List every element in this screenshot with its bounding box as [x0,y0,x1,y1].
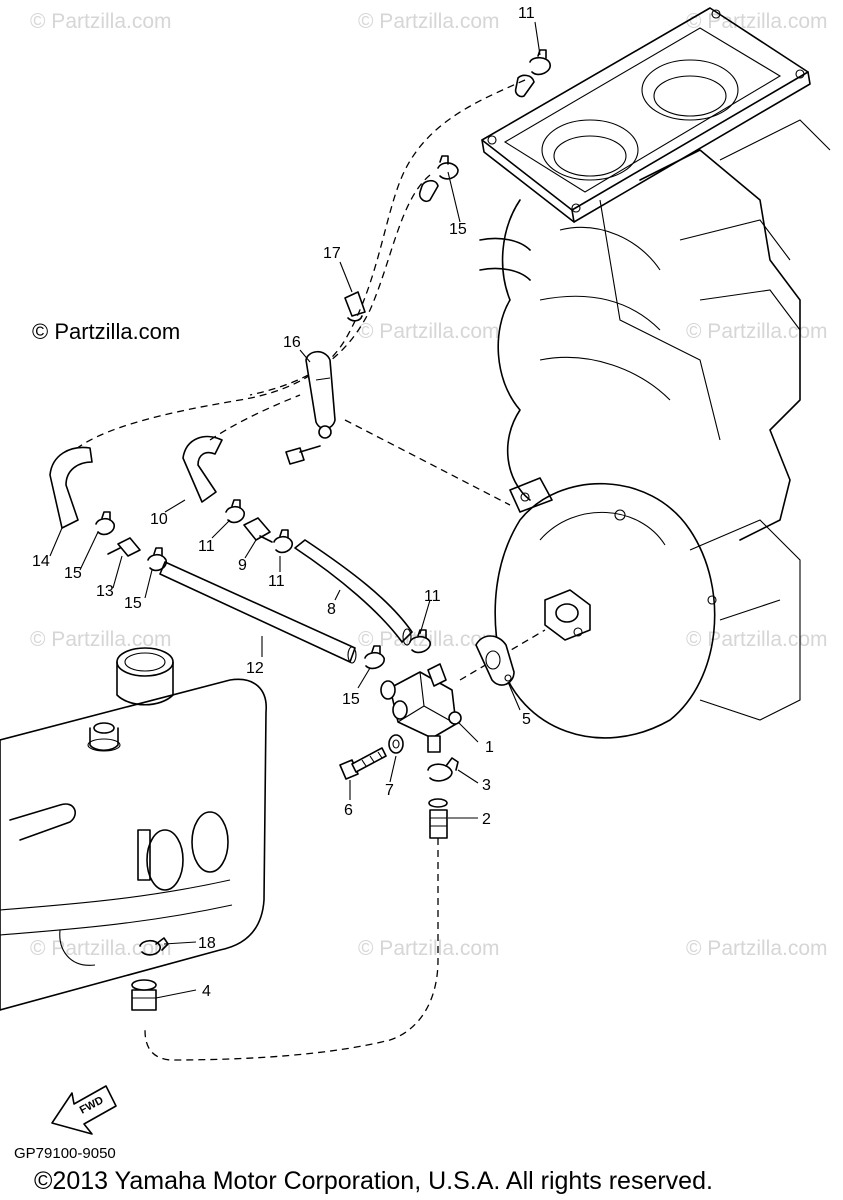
part-label-9: 9 [238,557,247,574]
watermark: © Partzilla.com [358,937,500,960]
part-labels: 11 15 17 16 10 14 15 13 15 11 9 11 8 11 … [32,5,535,1000]
part-label-17: 17 [323,245,341,262]
parts-illustration [95,49,551,956]
main-watermark: © Partzilla.com [32,319,180,344]
part-label-5: 5 [522,711,531,728]
part-label-13: 13 [96,583,114,600]
diagram-code: GP79100-9050 [14,1145,116,1162]
watermarks: © Partzilla.com © Partzilla.com © Partzi… [30,10,828,960]
part-label-2: 2 [482,811,491,828]
fwd-arrow-icon: FWD [51,1085,117,1135]
part-label-11: 11 [424,588,441,605]
oil-tank-illustration [0,647,267,1011]
watermark: © Partzilla.com [686,10,828,33]
part-label-14: 14 [32,553,50,570]
part-label-4: 4 [202,983,211,1000]
watermark: © Partzilla.com [686,937,828,960]
part-label-18: 18 [198,935,216,952]
watermark: © Partzilla.com [358,10,500,33]
part-label-11: 11 [198,538,215,555]
watermark: © Partzilla.com [686,320,828,343]
part-label-12: 12 [246,660,264,677]
part-label-16: 16 [283,334,301,351]
watermark: © Partzilla.com [686,628,828,651]
watermark: © Partzilla.com [30,628,172,651]
part-label-3: 3 [482,777,491,794]
part-label-15: 15 [342,691,360,708]
part-label-11: 11 [268,573,285,590]
part-label-8: 8 [327,601,336,618]
part-label-15: 15 [64,565,82,582]
part-label-1: 1 [485,739,494,756]
part-label-6: 6 [344,802,353,819]
part-label-15: 15 [124,595,142,612]
watermark: © Partzilla.com [30,10,172,33]
leader-lines [49,21,541,999]
watermark: © Partzilla.com [358,320,500,343]
engine-block-illustration [479,7,831,739]
hoses-illustration [49,74,546,1061]
copyright-text: ©2013 Yamaha Motor Corporation, U.S.A. A… [34,1167,713,1195]
part-label-15: 15 [449,221,467,238]
part-label-7: 7 [385,782,394,799]
part-label-10: 10 [150,511,168,528]
part-label-11: 11 [518,5,535,22]
